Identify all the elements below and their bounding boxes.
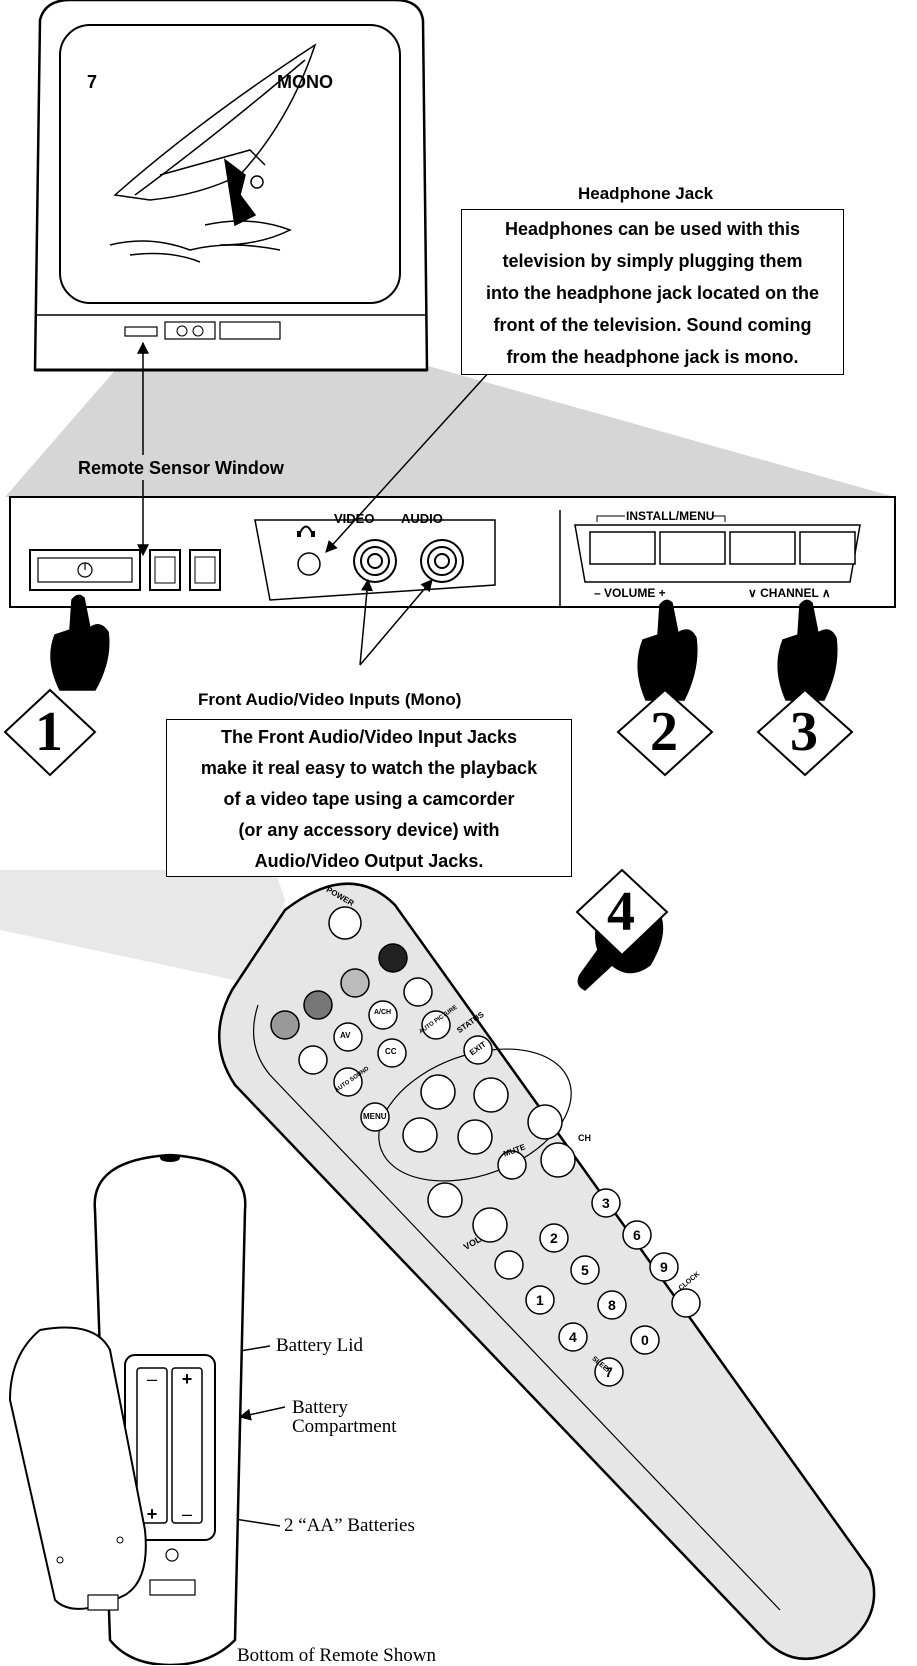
remote-digit-3: 3 [602,1195,610,1211]
battery-right [172,1368,202,1523]
install-menu-label: INSTALL/MENU [626,509,714,523]
remote-cc-label: CC [385,1047,397,1056]
battery-compartment-label-2: Compartment [292,1417,396,1436]
battery-lid-label: Battery Lid [276,1336,363,1355]
channel-label: ∨ CHANNEL ∧ [748,586,831,600]
front-av-line-2: make it real easy to watch the playback [167,753,571,784]
headphone-jack-line-3: into the headphone jack located on the [462,277,843,309]
remote-digit-1: 1 [536,1292,544,1308]
remote-back: – + + – [10,1154,245,1665]
television [35,0,427,370]
audio-label: AUDIO [401,511,443,526]
remote-digit-2: 2 [550,1230,558,1246]
front-av-inputs-title: Front Audio/Video Inputs (Mono) [198,690,461,710]
step-3-number: 3 [790,704,818,760]
headphone-jack-line-1: Headphones can be used with this [462,213,843,245]
front-av-inputs-box: The Front Audio/Video Input Jacks make i… [166,719,572,877]
remote-ach-label: A/CH [374,1009,391,1016]
remote-digit-8: 8 [608,1297,616,1313]
headphone-jack-box: Headphones can be used with this televis… [461,209,844,375]
video-label: VIDEO [334,511,374,526]
remote-ch-label: CH [578,1133,591,1143]
headphone-jack-line-5: from the headphone jack is mono. [462,341,843,373]
remote-sensor-window-label: Remote Sensor Window [78,458,284,479]
headphone-jack-line-2: television by simply plugging them [462,245,843,277]
batteries-label: 2 “AA” Batteries [284,1516,415,1535]
svg-text:+: + [182,1369,193,1389]
svg-text:–: – [182,1504,192,1524]
front-av-line-3: of a video tape using a camcorder [167,784,571,815]
remote-menu-label: MENU [363,1112,387,1121]
remote-digit-4: 4 [569,1329,577,1345]
step-2-number: 2 [650,704,678,760]
battery-compartment-label-1: Battery [292,1398,348,1417]
front-av-line-4: (or any accessory device) with [167,815,571,846]
bottom-of-remote-label: Bottom of Remote Shown [237,1646,436,1665]
remote-av-label: AV [340,1031,351,1040]
remote-front [219,884,874,1659]
tv-sound-mode: MONO [277,72,333,93]
remote-digit-0: 0 [641,1332,649,1348]
battery-left [137,1368,167,1523]
front-av-line-5: Audio/Video Output Jacks. [167,846,571,877]
headphone-jack [298,553,320,575]
svg-text:+: + [147,1504,158,1524]
svg-text:–: – [147,1369,157,1389]
volume-label: – VOLUME + [594,586,666,600]
remote-digit-9: 9 [660,1259,668,1275]
remote-digit-5: 5 [581,1262,589,1278]
step-4-number: 4 [607,884,635,940]
headphone-jack-line-4: front of the television. Sound coming [462,309,843,341]
tv-channel-number: 7 [87,72,97,93]
zoom-wedge-remote [0,870,285,985]
headphone-jack-title: Headphone Jack [578,184,713,204]
step-1-number: 1 [35,704,63,760]
remote-digit-6: 6 [633,1227,641,1243]
remote-digit-7: 7 [605,1364,613,1380]
front-av-line-1: The Front Audio/Video Input Jacks [167,722,571,753]
